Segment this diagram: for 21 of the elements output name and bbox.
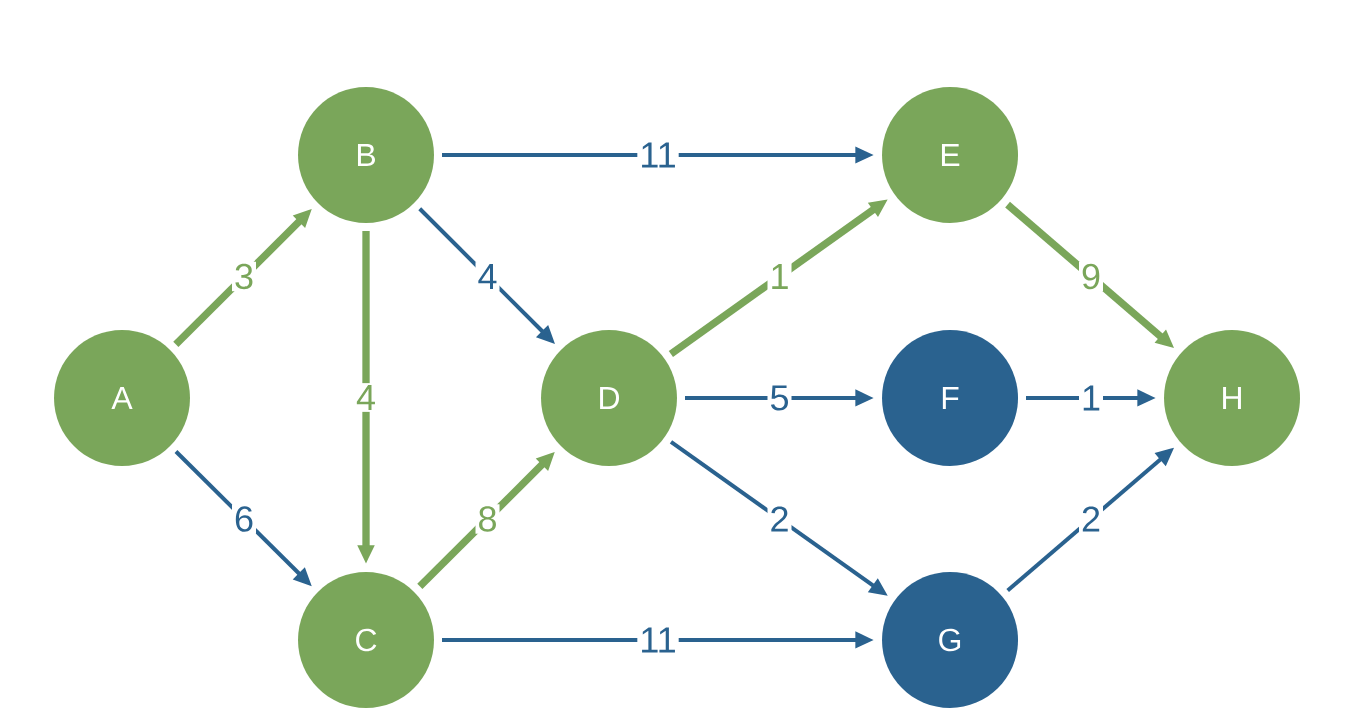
edge-label: 4 bbox=[354, 383, 378, 412]
edge-label: 5 bbox=[767, 383, 792, 413]
edge-label: 8 bbox=[475, 504, 500, 534]
edge-label: 3 bbox=[232, 261, 256, 292]
edge-label: 11 bbox=[637, 625, 679, 655]
edge-label: 4 bbox=[475, 262, 500, 291]
edge-label: 2 bbox=[767, 504, 792, 534]
edge-label: 1 bbox=[1079, 383, 1103, 413]
graph-node: H bbox=[1164, 330, 1300, 466]
graph-node: F bbox=[882, 330, 1018, 466]
edge-label: 9 bbox=[1079, 261, 1103, 292]
edge-label: 6 bbox=[232, 504, 256, 534]
graph-node: A bbox=[54, 330, 190, 466]
graph-node: C bbox=[298, 572, 434, 708]
graph-node: D bbox=[541, 330, 677, 466]
edge-label: 1 bbox=[767, 262, 792, 291]
graph-node: B bbox=[298, 87, 434, 223]
edge-label: 2 bbox=[1079, 504, 1103, 534]
graph-node: G bbox=[882, 572, 1018, 708]
edge-label: 11 bbox=[637, 140, 679, 170]
graph-node: E bbox=[882, 87, 1018, 223]
